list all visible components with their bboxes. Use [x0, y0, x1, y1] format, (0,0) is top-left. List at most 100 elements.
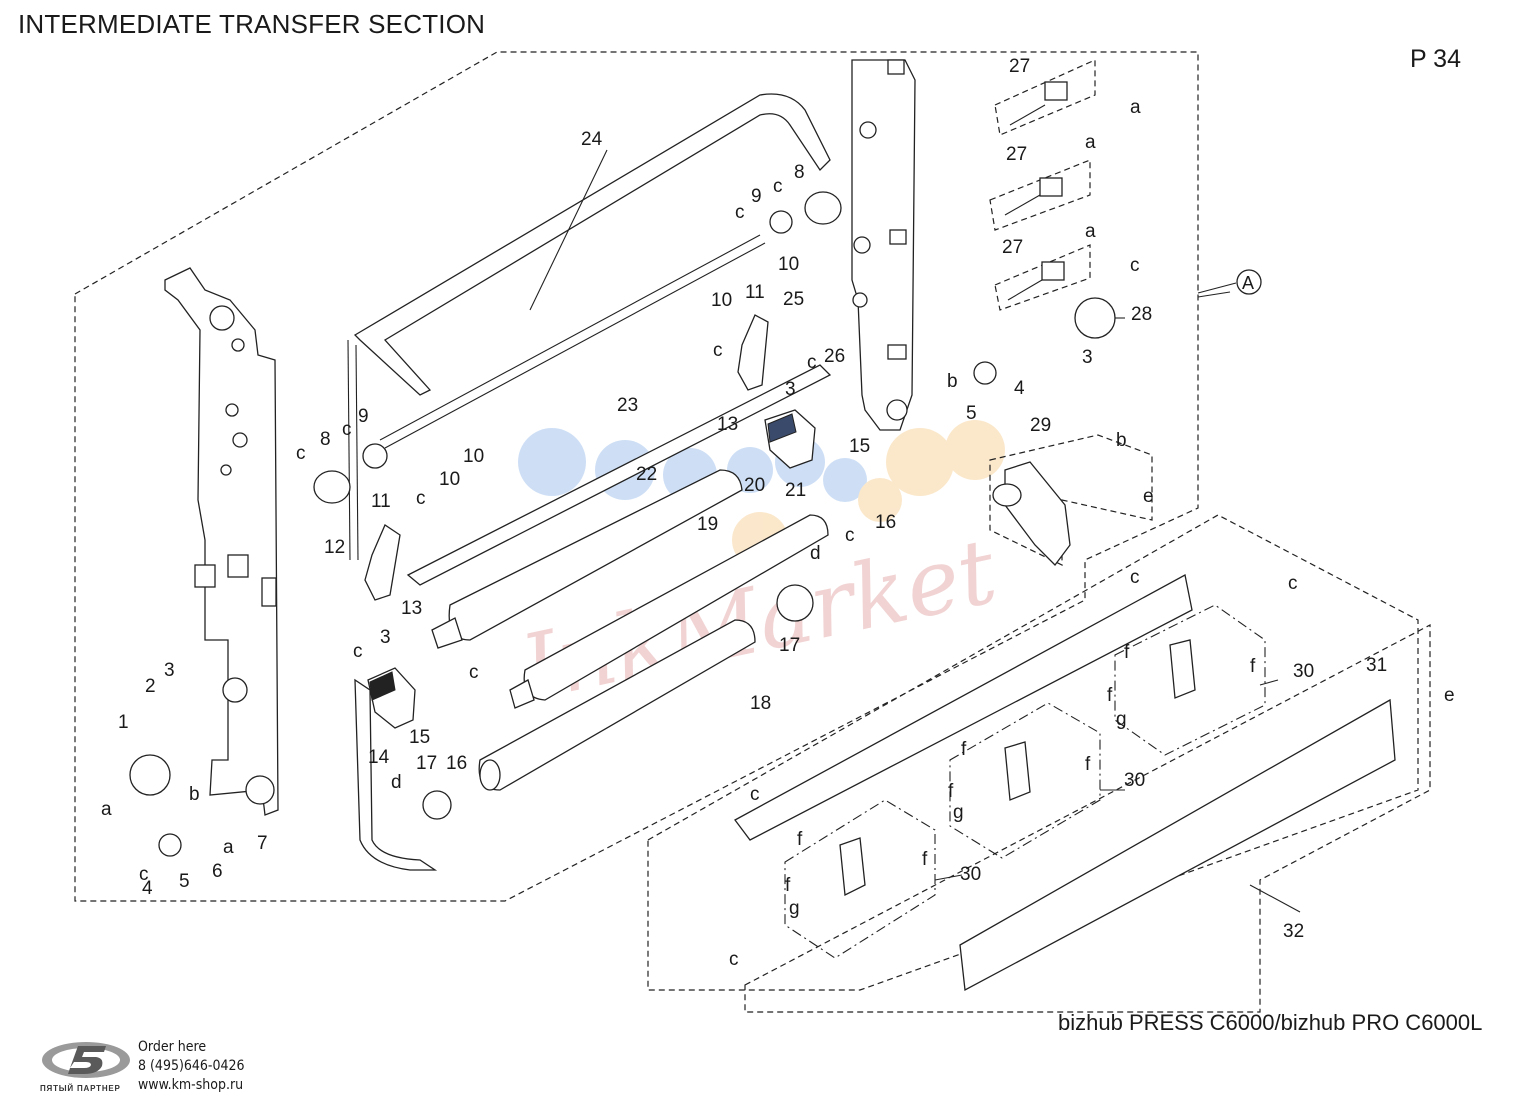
- part-label: 27: [1006, 144, 1027, 165]
- part-label: e: [1444, 685, 1455, 706]
- part-label: 10: [711, 290, 732, 311]
- part-label: c: [729, 949, 739, 970]
- part-label: 13: [717, 414, 738, 435]
- roller-18: [478, 619, 756, 791]
- part-label: g: [789, 898, 800, 919]
- part-label: 5: [179, 871, 190, 892]
- collar-9-right: [769, 210, 793, 234]
- part-label: 19: [697, 514, 718, 535]
- part-label: f: [1107, 685, 1113, 706]
- part-label: 10: [778, 254, 799, 275]
- part-label: b: [189, 784, 200, 805]
- arm-11-left: [364, 524, 401, 601]
- part-label: d: [391, 772, 402, 793]
- part-label: c: [342, 419, 352, 440]
- part-label: c: [1130, 567, 1140, 588]
- part-label: 16: [875, 512, 896, 533]
- part-label: f: [1085, 754, 1091, 775]
- right-frame-plate: [851, 59, 916, 431]
- gear-17-upper: [776, 584, 814, 622]
- part-label: a: [1130, 97, 1141, 118]
- collar-9-left: [362, 443, 388, 469]
- part-label: d: [810, 543, 821, 564]
- website-link[interactable]: www.km-shop.ru: [138, 1077, 244, 1093]
- part-label: c: [416, 488, 426, 509]
- gear-28: [1074, 297, 1116, 339]
- dealer-contact: Order here 8 (495)646-0426 www.km-shop.r…: [138, 1038, 245, 1095]
- part-label: 6: [212, 861, 223, 882]
- part-label: a: [223, 837, 234, 858]
- part-label: b: [947, 371, 958, 392]
- washer-5: [973, 361, 997, 385]
- part-label: 5: [966, 403, 977, 424]
- bracket-29: [989, 434, 1153, 566]
- part-label: 15: [409, 727, 430, 748]
- left-frame-plate: [164, 267, 279, 816]
- page-title: INTERMEDIATE TRANSFER SECTION: [18, 9, 486, 39]
- part-label: c: [469, 662, 479, 683]
- part-label: 3: [164, 660, 175, 681]
- dealer-logo-icon: [42, 1042, 130, 1078]
- gear-17-lower: [422, 790, 452, 820]
- part-label: a: [1085, 132, 1096, 153]
- part-label: 4: [1014, 378, 1025, 399]
- part-label: c: [1288, 573, 1298, 594]
- part-label: c: [1130, 255, 1140, 276]
- part-label: c: [713, 340, 723, 361]
- transfer-belt-24: [347, 93, 831, 871]
- part-label: a: [1085, 221, 1096, 242]
- part-label: 11: [745, 282, 765, 303]
- part-label: 22: [636, 464, 657, 485]
- part-label: 8: [320, 429, 331, 450]
- part-label: 28: [1131, 304, 1152, 325]
- part-label: b: [1116, 430, 1127, 451]
- phone-number: 8 (495)646-0426: [138, 1058, 245, 1074]
- part-label: 11: [371, 491, 391, 512]
- shaft-upper: [379, 234, 766, 449]
- washer-5-left: [158, 833, 182, 857]
- dealer-tagline: ПЯТЫЙ ПАРТНЕР: [40, 1084, 121, 1093]
- part-label: 3: [785, 379, 796, 400]
- part-label: c: [735, 202, 745, 223]
- callout-a-label: A: [1242, 273, 1254, 293]
- part-label: 26: [824, 346, 845, 367]
- part-label: 16: [446, 753, 467, 774]
- block-14: [367, 667, 416, 729]
- gear-8-left: [313, 470, 351, 504]
- subassembly-30-mid-plate: [1004, 741, 1031, 801]
- roller-23: [406, 364, 832, 586]
- part-label: 2: [145, 676, 156, 697]
- part-label: 4: [142, 878, 153, 899]
- solenoid-27-top: [994, 59, 1096, 136]
- page-number: P 34: [1410, 45, 1461, 73]
- part-label: f: [785, 875, 791, 896]
- subassembly-30-upper-plate: [1169, 639, 1196, 699]
- lower-assembly-border: [647, 514, 1419, 991]
- part-label: f: [922, 849, 928, 870]
- solenoid-27-mid: [989, 159, 1091, 231]
- part-label: 17: [779, 635, 800, 656]
- part-label: 10: [439, 469, 460, 490]
- order-label: Order here: [138, 1039, 207, 1055]
- part-label: 14: [368, 747, 390, 768]
- part-label: f: [797, 829, 803, 850]
- part-label: e: [1143, 486, 1154, 507]
- part-label: 20: [744, 475, 765, 496]
- part-label: 30: [960, 864, 981, 885]
- part-label: 23: [617, 395, 638, 416]
- rail-32: [959, 698, 1396, 992]
- part-label: f: [961, 739, 967, 760]
- part-label: g: [953, 802, 964, 823]
- model-name: bizhub PRESS C6000/bizhub PRO C6000L: [1058, 1010, 1483, 1035]
- part-label: 25: [783, 289, 804, 310]
- part-label: c: [750, 784, 760, 805]
- main-assembly-border: [74, 51, 1199, 902]
- part-label: 32: [1283, 921, 1304, 942]
- callout-a: A: [1197, 269, 1262, 295]
- part-label: 7: [257, 833, 268, 854]
- part-label: 30: [1293, 661, 1314, 682]
- part-label: 31: [1366, 655, 1387, 676]
- leader-lines: [529, 149, 1301, 913]
- part-label: f: [1250, 656, 1256, 677]
- part-label: 21: [785, 480, 806, 501]
